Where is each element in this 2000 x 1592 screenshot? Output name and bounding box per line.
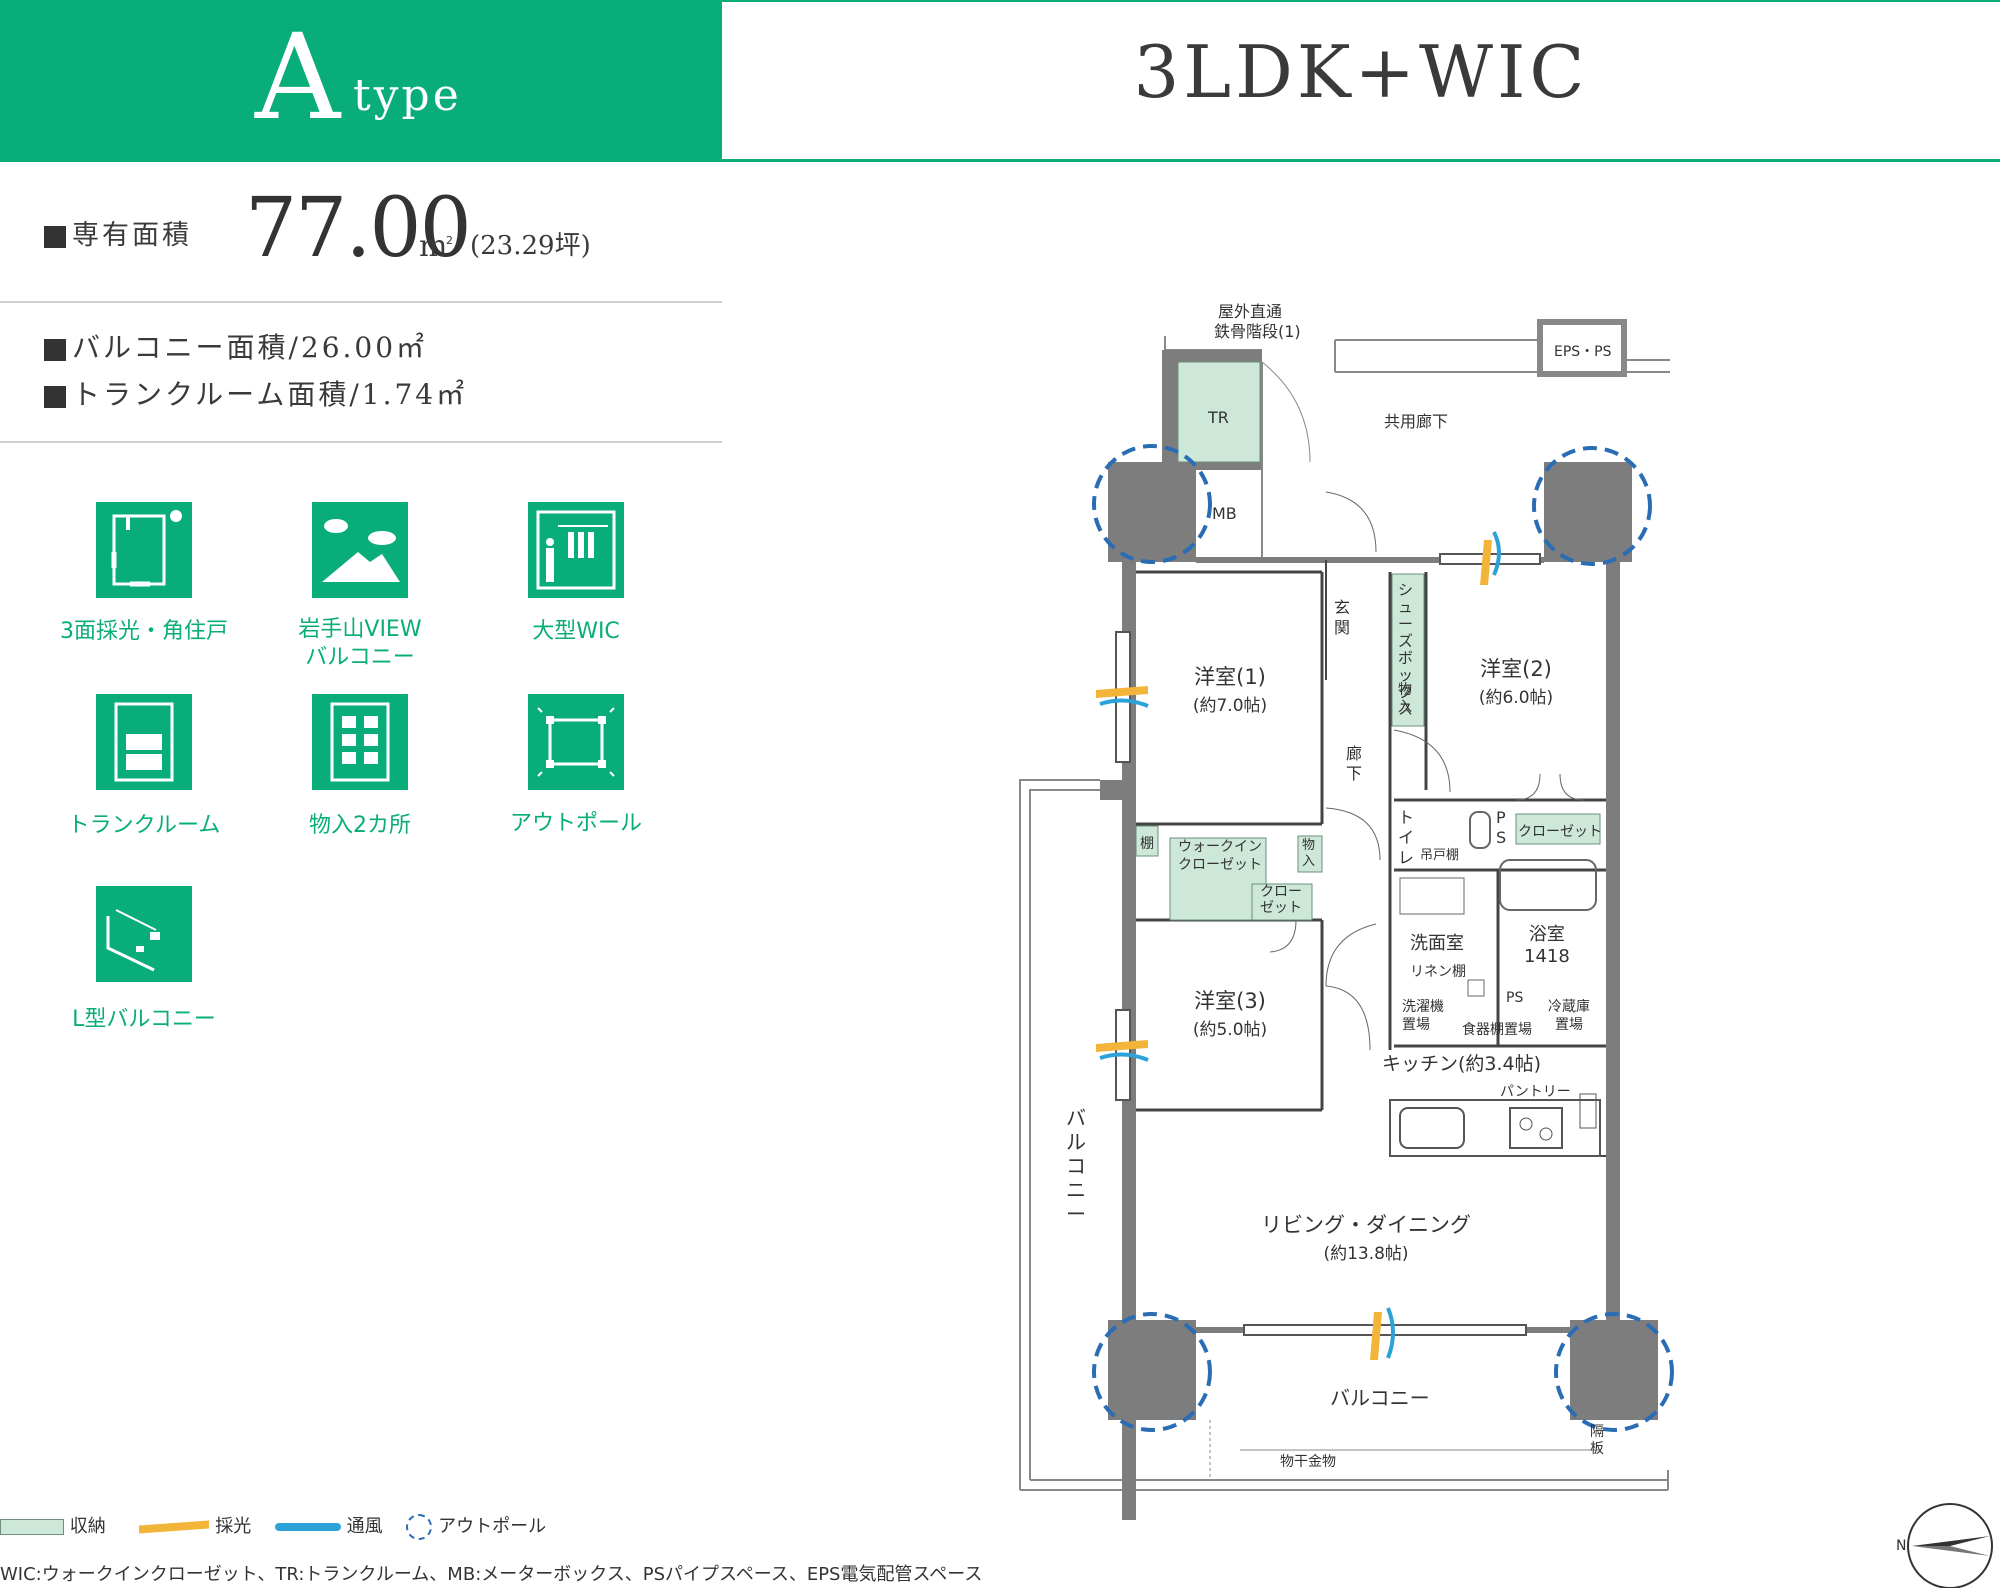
type-word: type xyxy=(353,70,462,121)
divider xyxy=(0,441,722,443)
mountain-view-icon xyxy=(312,502,408,598)
pantry-label: パントリー xyxy=(1500,1084,1571,1100)
walk-in-closet-icon xyxy=(528,502,624,598)
room3-label: 洋室(3)(約5.0帖) xyxy=(1192,989,1268,1040)
corner-unit-lighting-icon xyxy=(96,502,192,598)
feature-label: アウトポール xyxy=(509,811,642,836)
linen-shelf-label: リネン棚 xyxy=(1410,964,1466,980)
side-balcony-label: バルコニー xyxy=(1066,1106,1086,1226)
north-label: N xyxy=(1896,1538,1907,1554)
stairs-label: 鉄骨階段(1) xyxy=(1214,322,1301,341)
washroom-label: 洗面室 xyxy=(1410,933,1464,954)
stairs-label: 屋外直通 xyxy=(1218,302,1283,321)
exclusive-area-value: 77.00 xyxy=(245,181,472,276)
legend-storage: 収納 xyxy=(69,1516,106,1537)
layout-name: 3LDK+WIC xyxy=(1133,30,1589,114)
fridge-label: 冷蔵庫置場 xyxy=(1548,999,1590,1033)
trunk-room-area: トランクルーム面積/1.74㎡ xyxy=(44,378,467,412)
drying-rail-label: 物干金物 xyxy=(1280,1454,1336,1470)
hallway-label: 廊下 xyxy=(1346,744,1363,783)
header-bottom-rule xyxy=(722,159,2000,162)
bullet-square-icon xyxy=(44,338,66,361)
feature-label: トランクルーム xyxy=(67,813,221,838)
outpole-swatch xyxy=(406,1514,433,1540)
feature-label: 3面採光・角住戸 xyxy=(60,619,228,644)
feature-label: L型バルコニー xyxy=(72,1007,216,1032)
bullet-square-icon xyxy=(44,385,66,408)
divider xyxy=(0,301,722,303)
toilet-label: トイレ xyxy=(1398,808,1415,867)
l-balcony-icon xyxy=(96,886,192,982)
area-tsubo: (23.29坪) xyxy=(470,231,591,261)
storage-swatch xyxy=(0,1519,64,1535)
legend-outpole: アウトポール xyxy=(438,1516,547,1537)
feature-label: 大型WIC xyxy=(532,619,620,644)
legend-light: 採光 xyxy=(215,1516,252,1537)
balcony-label: バルコニー xyxy=(1330,1386,1430,1410)
outpole-icon xyxy=(528,694,624,790)
exclusive-area-label: 専有面積 xyxy=(44,219,192,253)
legend: 収納 採光 通風 アウトポール xyxy=(0,1514,546,1540)
tr-label: TR xyxy=(1208,408,1229,427)
shelf-label: 棚 xyxy=(1140,836,1154,852)
legend-wind: 通風 xyxy=(346,1516,383,1537)
dish-cabinet-label: 食器棚置場 xyxy=(1462,1022,1532,1038)
wind-swatch xyxy=(274,1523,341,1531)
washer-label: 洗濯機置場 xyxy=(1402,999,1444,1033)
type-letter: A xyxy=(255,8,341,146)
ps-label: PS xyxy=(1506,990,1524,1006)
genkan-label: 玄関 xyxy=(1334,598,1351,637)
room1-label: 洋室(1)(約7.0帖) xyxy=(1192,665,1268,716)
legend-footnote: WIC:ウォークインクローゼット、TR:トランクルーム、MB:メーターボックス、… xyxy=(0,1564,983,1585)
upper-cabinet-label: 吊戸棚 xyxy=(1420,848,1460,863)
storage-label: 物入 xyxy=(1302,838,1316,869)
room2-label: 洋室(2)(約6.0帖) xyxy=(1478,657,1554,708)
corridor-label: 共用廊下 xyxy=(1384,412,1449,431)
feature-label: 物入2カ所 xyxy=(309,813,411,838)
bullet-square-icon xyxy=(44,225,66,248)
trunk-room-icon xyxy=(96,694,192,790)
area-unit: m xyxy=(419,229,448,264)
floor-plan xyxy=(1019,319,1674,1520)
partition-label: 隔板 xyxy=(1590,1424,1604,1457)
north-arrow xyxy=(1890,1500,2000,1589)
closet-label: クローゼット xyxy=(1518,824,1602,840)
storage-label: 物入 xyxy=(1398,682,1412,715)
kitchen-label: キッチン(約3.4帖) xyxy=(1382,1053,1542,1075)
eps-label: EPS・PS xyxy=(1554,344,1612,360)
closet-label: クローゼット xyxy=(1260,884,1302,916)
light-swatch xyxy=(139,1520,210,1534)
living-dining-label: リビング・ダイニング(約13.8帖) xyxy=(1261,1213,1471,1264)
mb-label: MB xyxy=(1212,504,1237,523)
shoe-box-label: シューズボックス xyxy=(1398,581,1414,718)
type-banner xyxy=(0,0,722,162)
storage-shelves-icon xyxy=(312,694,408,790)
area-unit-superscript: 2 xyxy=(446,234,453,247)
header-top-rule xyxy=(722,0,2000,2)
wic-label: ウォークインクローゼット xyxy=(1178,839,1262,873)
balcony-area: バルコニー面積/26.00㎡ xyxy=(44,331,427,365)
